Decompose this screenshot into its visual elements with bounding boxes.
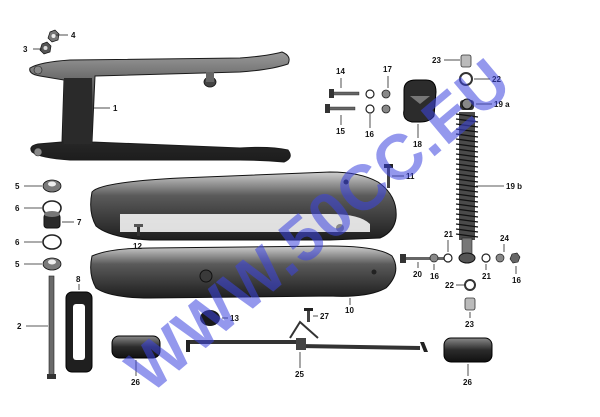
label-4: 4 bbox=[71, 31, 76, 40]
label-8: 8 bbox=[76, 275, 81, 284]
screw-part-12 bbox=[134, 224, 143, 236]
spring-coil bbox=[455, 183, 479, 188]
spring-coil bbox=[455, 198, 479, 203]
rubber-frame-part-8 bbox=[65, 291, 93, 373]
spring-coil bbox=[455, 218, 479, 223]
leader-lines bbox=[24, 34, 517, 376]
chain-case-part-10 bbox=[90, 171, 397, 299]
label-6-top: 6 bbox=[15, 204, 20, 213]
spring-coil bbox=[455, 138, 479, 143]
label-17: 17 bbox=[383, 65, 392, 74]
label-27: 27 bbox=[320, 312, 329, 321]
long-bolt-part-2 bbox=[47, 275, 56, 379]
spring-coil bbox=[455, 203, 479, 208]
washers-lower bbox=[429, 252, 521, 264]
spring-coil bbox=[455, 143, 479, 148]
label-24: 24 bbox=[500, 234, 509, 243]
spring-coil bbox=[455, 213, 479, 218]
label-10: 10 bbox=[345, 306, 354, 315]
part-labels: 4 3 1 5 6 7 6 5 2 8 10 11 12 13 14 15 16… bbox=[15, 31, 522, 387]
spring-coil bbox=[455, 168, 479, 173]
ring-part-6-bottom bbox=[42, 234, 62, 250]
label-3: 3 bbox=[23, 45, 28, 54]
label-26-left: 26 bbox=[131, 378, 140, 387]
label-7: 7 bbox=[77, 218, 82, 227]
swing-arm bbox=[29, 51, 291, 163]
stand-part-25 bbox=[186, 320, 428, 352]
spring-coil bbox=[455, 128, 479, 133]
label-21-left: 21 bbox=[444, 230, 453, 239]
bushing-part-5-bottom bbox=[42, 257, 62, 271]
bushing-part-5-top bbox=[42, 179, 62, 193]
label-19b: 19 b bbox=[506, 182, 522, 191]
grip-part-26-right bbox=[443, 337, 493, 363]
rubber-block-part-18 bbox=[403, 79, 437, 123]
label-6-bottom: 6 bbox=[15, 238, 20, 247]
label-16-lower-right: 16 bbox=[512, 276, 521, 285]
label-20: 20 bbox=[413, 270, 422, 279]
grip-part-26-left bbox=[111, 335, 161, 359]
spring-coil bbox=[455, 223, 479, 228]
label-14: 14 bbox=[336, 67, 345, 76]
spring-coil bbox=[455, 158, 479, 163]
bush-part-7 bbox=[43, 211, 61, 229]
nut-part-3 bbox=[39, 41, 52, 55]
spring-coil bbox=[455, 113, 479, 118]
label-16-lower-left: 16 bbox=[430, 272, 439, 281]
spring-coil bbox=[455, 148, 479, 153]
label-5-top: 5 bbox=[15, 182, 20, 191]
sleeve-part-23-top bbox=[460, 54, 472, 68]
washer-part-22-bottom bbox=[464, 279, 476, 291]
label-22-top: 22 bbox=[492, 75, 501, 84]
spring-coil bbox=[455, 163, 479, 168]
label-13: 13 bbox=[230, 314, 239, 323]
bolt-part-20 bbox=[400, 254, 444, 263]
label-11: 11 bbox=[406, 172, 415, 181]
screw-part-11 bbox=[384, 164, 393, 188]
label-15: 15 bbox=[336, 127, 345, 136]
label-18: 18 bbox=[413, 140, 422, 149]
spring-coil bbox=[455, 228, 479, 233]
spring-coil bbox=[455, 118, 479, 123]
spring-coil bbox=[455, 178, 479, 183]
washers-part-16-17 bbox=[365, 89, 391, 114]
label-22-bottom: 22 bbox=[445, 281, 454, 290]
cap-part-13 bbox=[200, 310, 220, 326]
nut-part-4 bbox=[47, 29, 60, 43]
bolt-part-15 bbox=[325, 104, 356, 113]
label-26-right: 26 bbox=[463, 378, 472, 387]
spring-coil bbox=[455, 188, 479, 193]
washer-part-22-top bbox=[459, 72, 473, 86]
shock-absorber-part-19 bbox=[455, 98, 479, 264]
label-1: 1 bbox=[113, 104, 118, 113]
label-19a: 19 a bbox=[494, 100, 510, 109]
label-21-right: 21 bbox=[482, 272, 491, 281]
spring-coil bbox=[455, 133, 479, 138]
spring-coil bbox=[455, 208, 479, 213]
sleeve-part-23-bottom bbox=[464, 297, 476, 311]
screw-part-27 bbox=[304, 308, 313, 322]
label-12: 12 bbox=[133, 242, 142, 251]
label-23-bottom: 23 bbox=[465, 320, 474, 329]
spring-coil bbox=[455, 123, 479, 128]
label-2: 2 bbox=[17, 322, 22, 331]
spring-coil bbox=[455, 233, 479, 238]
label-16-top: 16 bbox=[365, 130, 374, 139]
label-5-bottom: 5 bbox=[15, 260, 20, 269]
spring-coil bbox=[455, 193, 479, 198]
spring-coil bbox=[455, 173, 479, 178]
bolt-part-14 bbox=[329, 89, 360, 98]
label-25: 25 bbox=[295, 370, 304, 379]
label-23-top: 23 bbox=[432, 56, 441, 65]
spring-coil bbox=[455, 153, 479, 158]
